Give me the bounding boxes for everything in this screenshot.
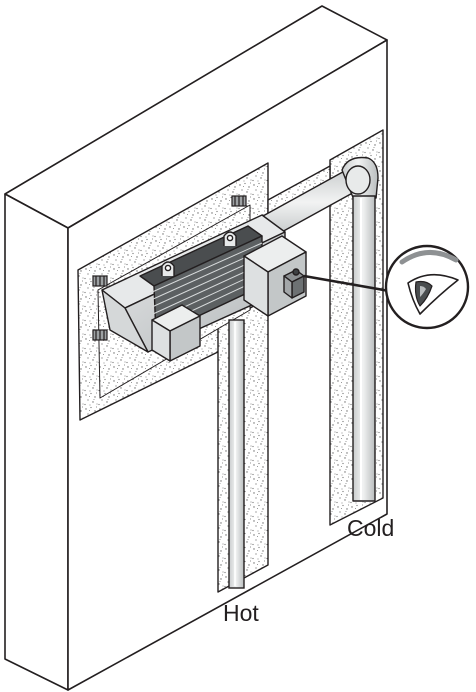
- eye-icon: [399, 250, 459, 315]
- valve-body-end: [101, 289, 149, 353]
- hot-pipe-vertical: [228, 319, 245, 589]
- mounting-studs: [92, 195, 247, 341]
- detail-callout: [303, 244, 470, 330]
- right-block-side: [243, 255, 269, 317]
- cold-label: Cold: [347, 515, 395, 541]
- screw-icon: [92, 275, 108, 287]
- screw-icon: [231, 195, 247, 207]
- hot-label: Hot: [223, 600, 259, 626]
- cold-pipe-vertical: [352, 195, 376, 502]
- screw-icon: [92, 329, 108, 341]
- hot-pipe: [228, 319, 245, 589]
- callout-leader: [303, 274, 396, 294]
- check-valve-fitting: [283, 268, 305, 299]
- left-cap-side: [151, 319, 171, 362]
- cold-pipe: [251, 156, 379, 502]
- valve-body: [101, 214, 307, 362]
- wall-side-face: [4, 193, 69, 691]
